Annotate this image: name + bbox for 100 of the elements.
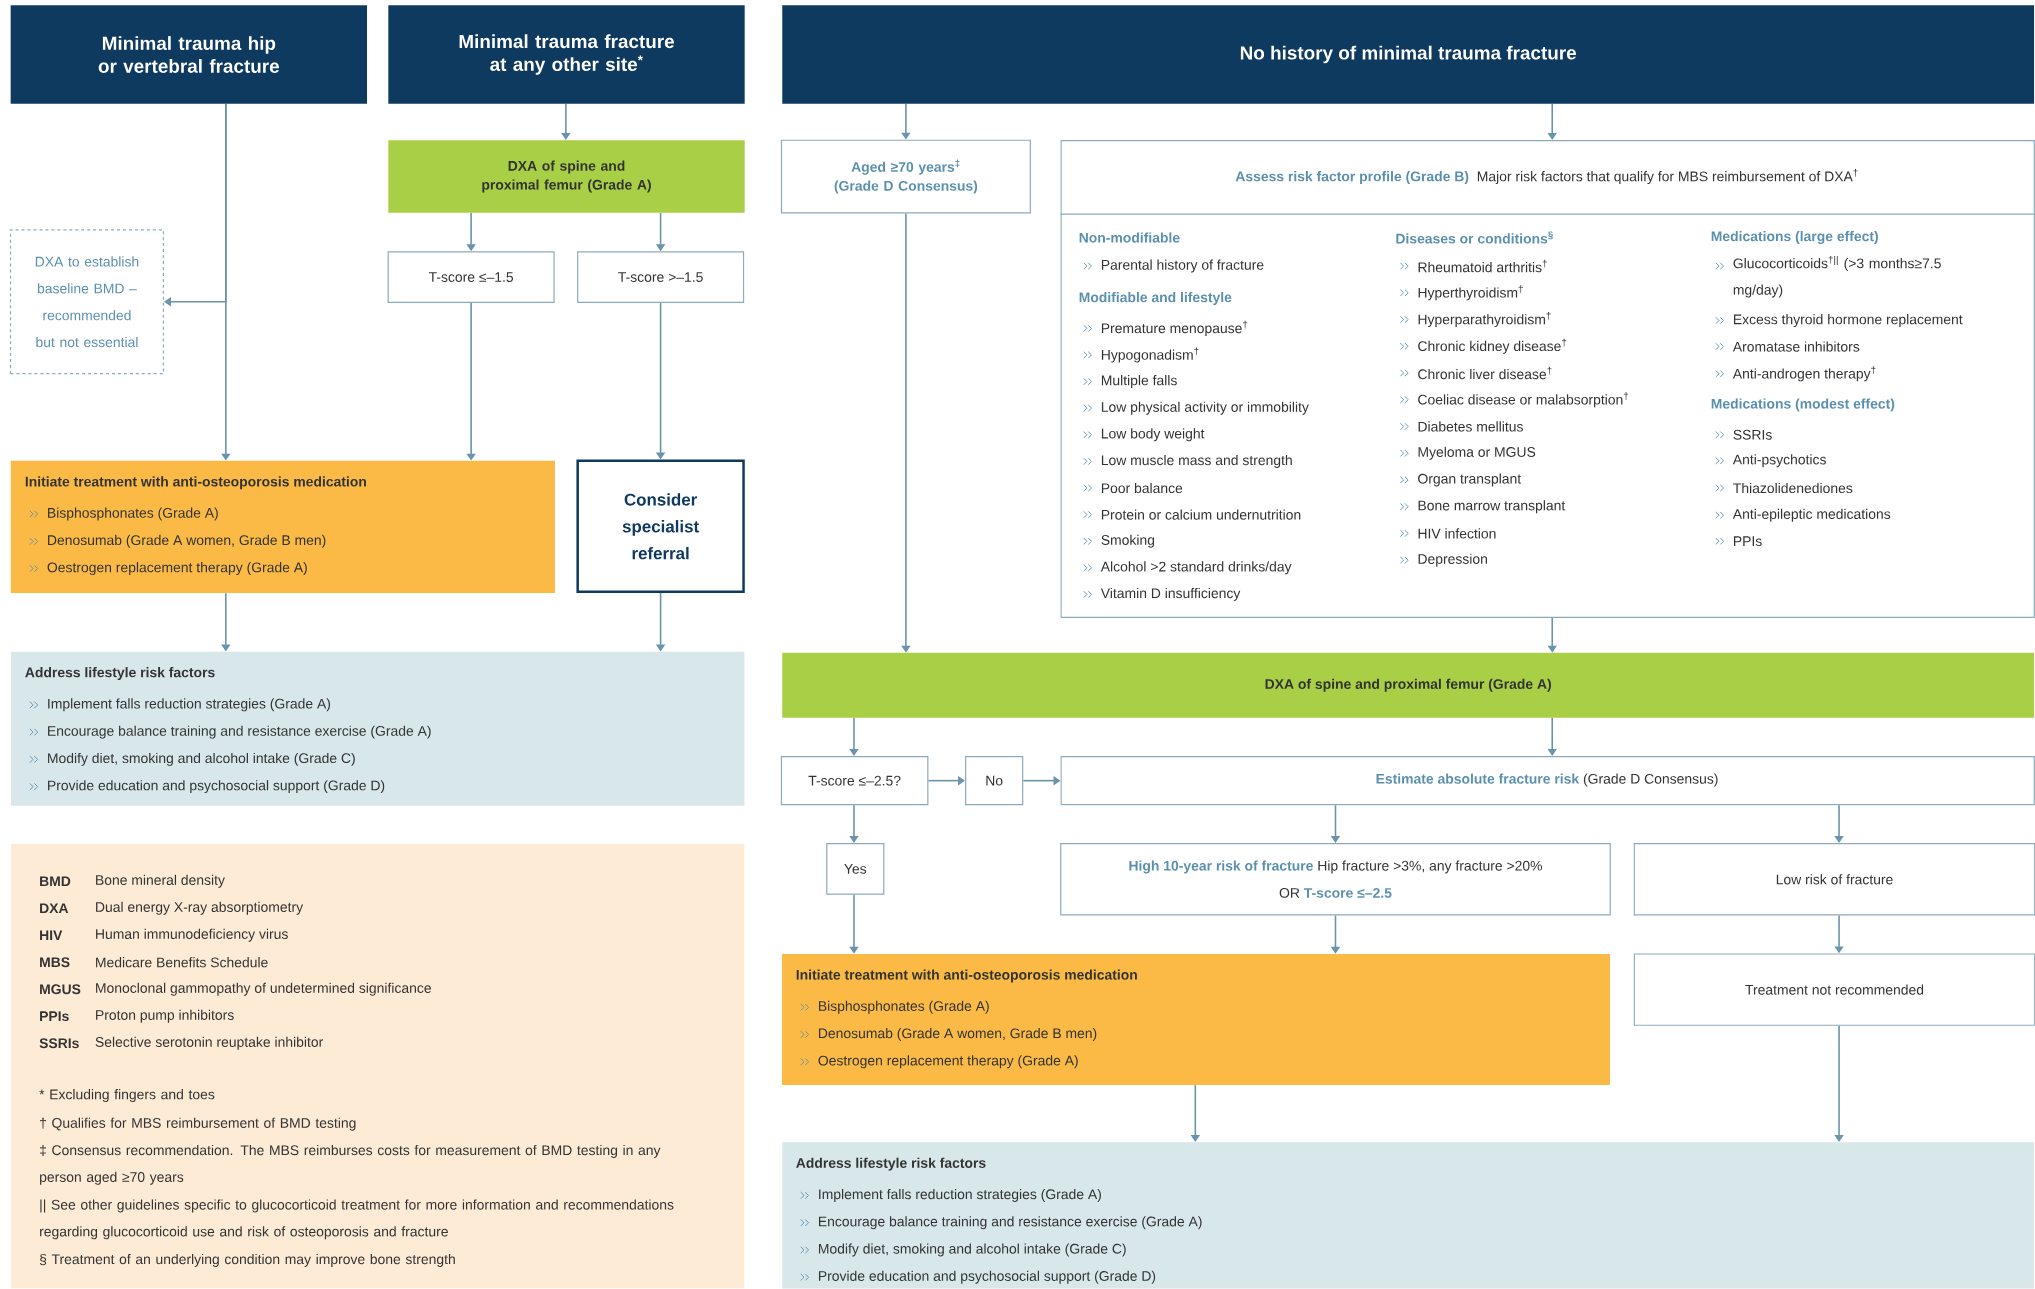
definition: Human immunodeficiency virus <box>96 928 288 942</box>
referral-box: Consider specialist referral <box>576 459 745 594</box>
list-item: Implement falls reduction strategies (Grade A) <box>29 698 331 712</box>
list-item: Coeliac disease or malabsorption$^{†}$ <box>1399 392 1629 408</box>
process-box: T-score ≤–1.5 <box>387 251 555 304</box>
arrow <box>164 103 227 307</box>
heading: Assess risk factor profile (Grade B) Major risk factors that qualify for MBS reimbursement of DXA$^{†}$ <box>1235 169 1858 185</box>
list-item: Anti-psychotics <box>1715 454 1826 468</box>
heading: Address lifestyle risk factors <box>796 1157 986 1171</box>
footnote: ‡ Consensus recommendation. The MBS reimburses costs for measurement of BMD testing in any person aged ≥70 years <box>40 1145 661 1185</box>
list-item: Poor balance <box>1083 483 1183 494</box>
list-item: Low body weight <box>1083 428 1205 442</box>
process-box: Aged ≥70 years$^{‡}$ (Grade D Consensus) <box>780 139 1031 214</box>
heading: Estimate absolute fracture risk (Grade D Consensus) <box>1376 773 1718 787</box>
abbreviation: MGUS <box>40 984 81 995</box>
list-item: Glucocorticoids$^{†||}$ (>3 months≥7.5 mg/day) <box>1715 256 1941 298</box>
list-item: Encourage balance training and resistance exercise (Grade A) <box>29 725 431 739</box>
list-item: Low physical activity or immobility <box>1083 401 1309 415</box>
note-box: DXA to establish baseline BMD – recommended but not essential <box>9 229 164 375</box>
abbreviation: MBS <box>40 957 70 968</box>
list-item: Parental history of fracture <box>1083 259 1264 273</box>
heading: Medications (large effect) <box>1711 231 1878 245</box>
list-item: Thiazolidenediones <box>1715 483 1853 494</box>
heading: Modifiable and lifestyle <box>1079 292 1232 306</box>
list-item: Chronic kidney disease$^{†}$ <box>1399 338 1567 354</box>
process-box <box>1060 843 1611 916</box>
header-banner: Minimal trauma hip or vertebral fracture <box>10 5 367 104</box>
definition: Monoclonal gammopathy of undetermined significance <box>96 982 431 996</box>
list-item: Alcohol >2 standard drinks/day <box>1083 561 1292 575</box>
list-item: PPIs <box>1715 536 1762 547</box>
list-item: Chronic liver disease$^{†}$ <box>1399 366 1552 380</box>
risk-factor-panel <box>1059 140 2035 619</box>
list-item: Hyperthyroidism$^{†}$ <box>1399 285 1523 301</box>
process-box <box>1060 756 2035 806</box>
list-item: Vitamin D insufficiency <box>1083 588 1241 602</box>
decision-box: T-score ≤–2.5? <box>780 756 929 806</box>
list-item: Low muscle mass and strength <box>1083 455 1292 468</box>
definition: Dual energy X-ray absorptiometry <box>96 901 304 915</box>
heading: Initiate treatment with anti-osteoporosis medication <box>25 476 366 490</box>
list-item: Multiple falls <box>1083 375 1177 389</box>
arrow <box>901 103 911 140</box>
list-item: Excess thyroid hormone replacement <box>1715 314 1963 328</box>
list-item: Organ transplant <box>1399 473 1522 487</box>
list-item: Denosumab (Grade A women, Grade B men) <box>800 1028 1097 1042</box>
list-item: Denosumab (Grade A women, Grade B men) <box>29 534 326 548</box>
list-item: Rheumatoid arthritis$^{†}$ <box>1399 260 1547 273</box>
abbreviation: SSRIs <box>39 1038 79 1049</box>
process-box: Treatment not recommended <box>1633 953 2035 1026</box>
list-item: Anti-androgen therapy$^{†}$ <box>1715 366 1876 382</box>
glossary-panel <box>10 844 745 1289</box>
list-item: Protein or calcium undernutrition <box>1083 509 1301 520</box>
list-item: Depression <box>1399 553 1487 567</box>
list-item: Bisphosphonates (Grade A) <box>800 1000 989 1014</box>
definition: Medicare Benefits Schedule <box>96 957 268 968</box>
footnote: || See other guidelines specific to glucocorticoid treatment for more information and recommendations regarding glucocorticoid use and risk of osteoporosis and fracture <box>40 1199 674 1240</box>
heading: Initiate treatment with anti-osteoporosis medication <box>796 969 1137 983</box>
treatment-panel <box>10 460 556 594</box>
list-item: Oestrogen replacement therapy (Grade A) <box>29 562 307 576</box>
lifestyle-panel <box>10 651 745 806</box>
list-item: SSRIs <box>1715 429 1772 440</box>
list-item: Provide education and psychosocial support (Grade D) <box>29 780 385 794</box>
arrow <box>901 212 911 653</box>
lifestyle-panel <box>782 1142 2035 1289</box>
definition: Bone mineral density <box>96 874 225 888</box>
list-item: Myeloma or MGUS <box>1399 446 1536 460</box>
heading: High 10-year risk of fracture Hip fracture >3%, any fracture >20% <box>1129 860 1542 874</box>
footnote: § Treatment of an underlying condition may improve bone strength <box>39 1254 455 1267</box>
header-banner: Minimal trauma fracture at any other site$^{*}$ <box>388 5 745 104</box>
list-item: Smoking <box>1083 534 1155 548</box>
abbreviation: BMD <box>40 876 71 887</box>
treatment-panel <box>781 954 1610 1086</box>
list-item: Anti-epileptic medications <box>1715 508 1891 522</box>
heading: OR T-score ≤–2.5 <box>1279 888 1392 898</box>
list-item: Aromatase inhibitors <box>1715 341 1860 352</box>
list-item: Provide education and psychosocial support (Grade D) <box>800 1270 1156 1284</box>
definition: Proton pump inhibitors <box>96 1009 234 1023</box>
list-item: Bone marrow transplant <box>1399 500 1566 514</box>
abbreviation: HIV <box>40 930 63 941</box>
list-item: Modify diet, smoking and alcohol intake (Grade C) <box>800 1243 1126 1257</box>
heading: Medications (modest effect) <box>1711 398 1895 412</box>
definition: Selective serotonin reuptake inhibitor <box>95 1036 323 1050</box>
list-item: Hyperparathyroidism$^{†}$ <box>1399 312 1551 328</box>
list-item: Modify diet, smoking and alcohol intake (Grade C) <box>29 753 355 766</box>
list-item: Premature menopause$^{†}$ <box>1083 320 1248 337</box>
process-box: DXA of spine and proximal femur (Grade A) <box>782 653 2035 718</box>
abbreviation: DXA <box>40 903 69 914</box>
process-box: Low risk of fracture <box>1633 843 2035 916</box>
answer-box: No <box>965 756 1024 806</box>
list-item: Diabetes mellitus <box>1399 421 1523 432</box>
heading: Non-modifiable <box>1079 232 1180 243</box>
abbreviation: PPIs <box>40 1011 69 1022</box>
header-banner: No history of minimal trauma fracture <box>782 5 2035 104</box>
heading: Address lifestyle risk factors <box>25 667 215 681</box>
answer-box: Yes <box>826 843 885 895</box>
list-item: Oestrogen replacement therapy (Grade A) <box>800 1055 1078 1069</box>
list-item: Encourage balance training and resistance exercise (Grade A) <box>800 1216 1202 1230</box>
footnote: * Excluding fingers and toes <box>39 1089 215 1103</box>
heading: Diseases or conditions$^{§}$ <box>1396 231 1553 244</box>
list-item: Bisphosphonates (Grade A) <box>29 507 218 521</box>
list-item: Implement falls reduction strategies (Grade A) <box>800 1189 1101 1203</box>
